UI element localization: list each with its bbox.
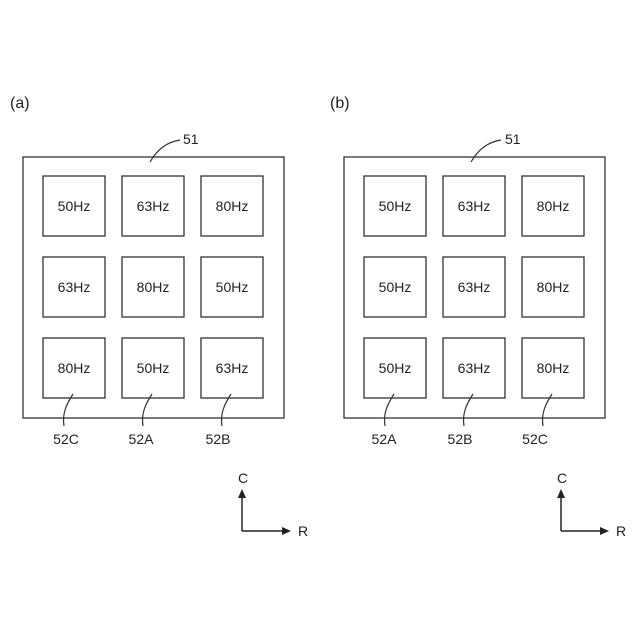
panel-b-ref-leader bbox=[384, 394, 394, 426]
panel-b-cell-freq: 50Hz bbox=[379, 279, 412, 295]
panel-b-cell-freq: 63Hz bbox=[458, 279, 491, 295]
panel-a-cell-freq: 50Hz bbox=[137, 360, 170, 376]
panel-b-cell-freq: 50Hz bbox=[379, 360, 412, 376]
panel-a-ref: 52B bbox=[206, 431, 231, 447]
panel-a-cell-freq: 63Hz bbox=[137, 198, 170, 214]
panel-b-cell-freq: 80Hz bbox=[537, 360, 570, 376]
panel-b-cell-freq: 50Hz bbox=[379, 198, 412, 214]
panel-a-cell-freq: 80Hz bbox=[137, 279, 170, 295]
panel-b-r-label: R bbox=[616, 523, 626, 539]
panel-a-plate-ref: 51 bbox=[183, 131, 199, 147]
panel-b-label: (b) bbox=[330, 95, 350, 112]
panel-a-label: (a) bbox=[10, 95, 30, 112]
panel-b-ref-leader bbox=[542, 394, 552, 426]
panel-a-plate-leader bbox=[150, 140, 180, 162]
panel-b-ref: 52B bbox=[448, 431, 473, 447]
panel-b-ref: 52A bbox=[372, 431, 398, 447]
panel-a-cell-freq: 50Hz bbox=[216, 279, 249, 295]
panel-b: (b) 51 50Hz 63Hz 80Hz 50Hz 63Hz 80Hz 50H… bbox=[330, 95, 626, 539]
panel-b-plate-leader bbox=[471, 140, 501, 162]
panel-b-ref: 52C bbox=[522, 431, 548, 447]
panel-a-ref-leader bbox=[221, 394, 231, 426]
panel-b-plate-ref: 51 bbox=[505, 131, 521, 147]
panel-a-ref-leader bbox=[63, 394, 73, 426]
panel-a: (a) 51 50Hz 63Hz 80Hz 63Hz 80Hz 50Hz 80H… bbox=[10, 95, 308, 539]
panel-a-cell-freq: 80Hz bbox=[58, 360, 91, 376]
panel-b-ref-leader bbox=[463, 394, 473, 426]
panel-b-cell-freq: 80Hz bbox=[537, 279, 570, 295]
panel-b-cell-freq: 63Hz bbox=[458, 360, 491, 376]
panel-a-c-arrowhead bbox=[238, 489, 246, 498]
panel-b-c-label: C bbox=[557, 470, 567, 486]
panel-a-ref-leader bbox=[142, 394, 152, 426]
panel-b-cell-freq: 80Hz bbox=[537, 198, 570, 214]
panel-a-cell-freq: 50Hz bbox=[58, 198, 91, 214]
panel-a-cell-freq: 63Hz bbox=[216, 360, 249, 376]
panel-a-cell-freq: 80Hz bbox=[216, 198, 249, 214]
panel-a-ref: 52A bbox=[129, 431, 155, 447]
panel-a-cell-freq: 63Hz bbox=[58, 279, 91, 295]
panel-a-r-arrowhead bbox=[282, 527, 291, 535]
panel-b-c-arrowhead bbox=[557, 489, 565, 498]
panel-a-r-label: R bbox=[298, 523, 308, 539]
panel-a-ref: 52C bbox=[53, 431, 79, 447]
panel-b-cell-freq: 63Hz bbox=[458, 198, 491, 214]
panel-b-r-arrowhead bbox=[600, 527, 609, 535]
panel-a-c-label: C bbox=[238, 470, 248, 486]
